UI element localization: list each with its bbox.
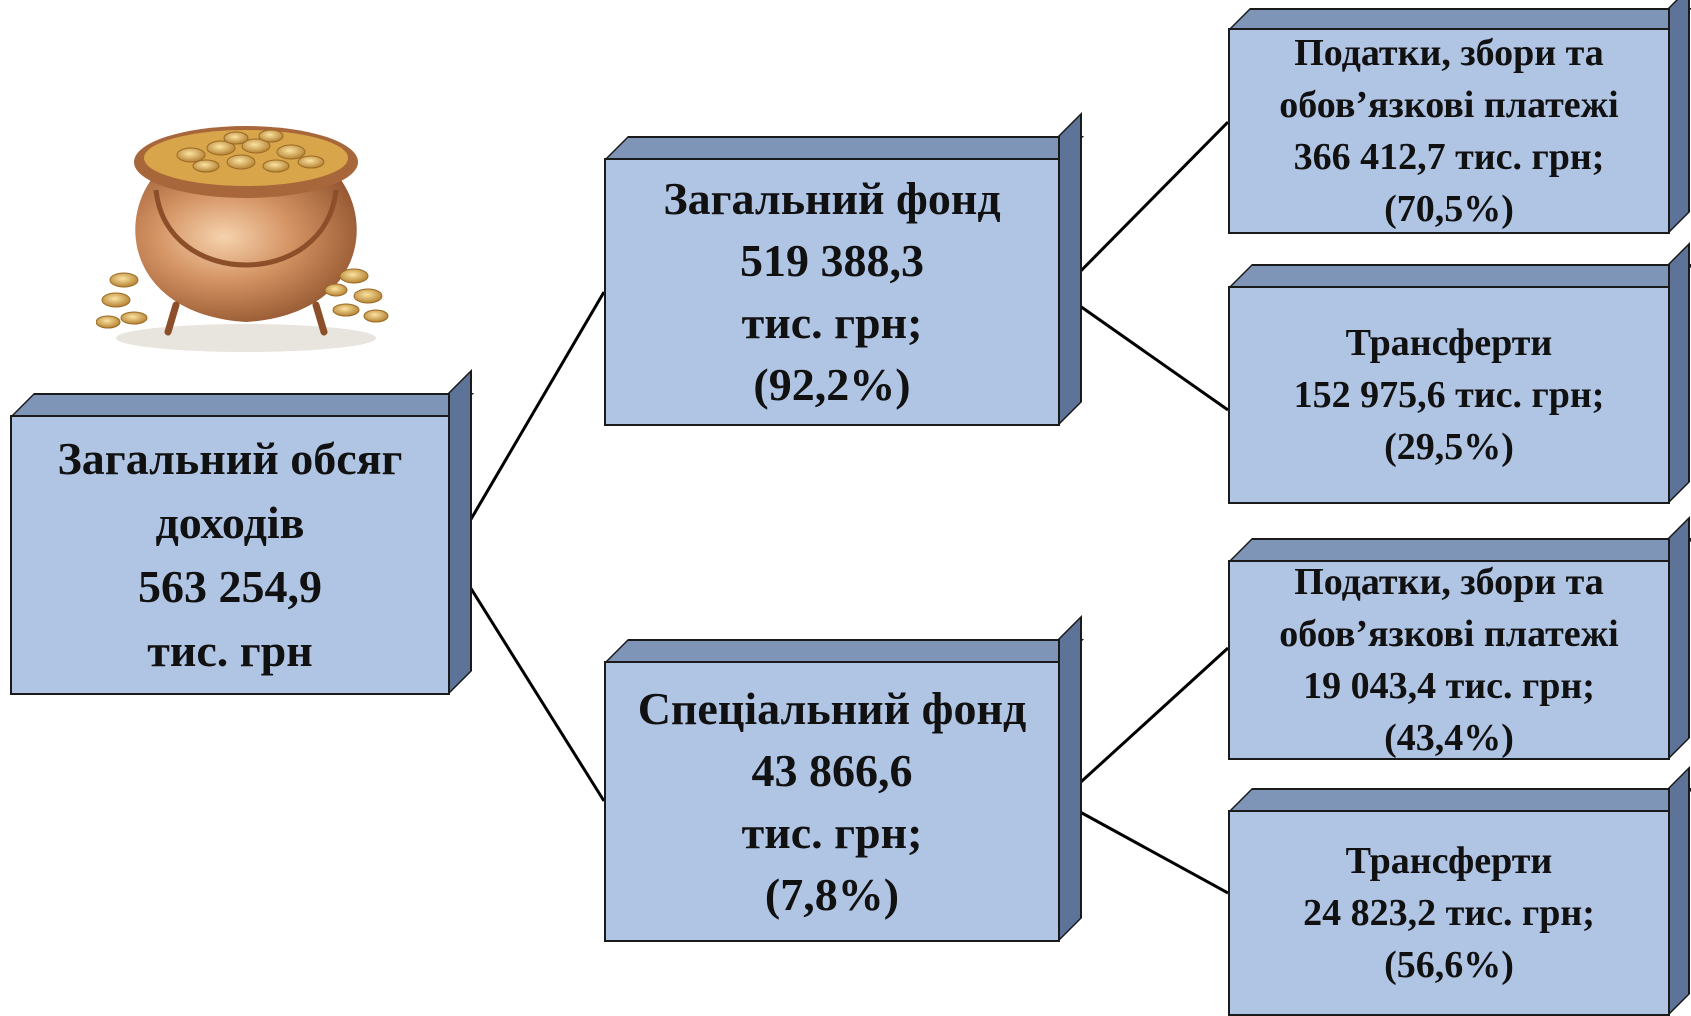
special-transfers-line-3: (56,6%) <box>1384 944 1514 986</box>
general-fund-line-1: Загальний фонд <box>663 173 1001 224</box>
connector-special-leaf3 <box>1058 646 1230 803</box>
special-fund-line-3: тис. грн; <box>741 806 923 858</box>
root-line-4: тис. грн <box>147 625 313 676</box>
general-taxes-line-4: (70,5%) <box>1384 188 1514 230</box>
root-box-side-face <box>448 369 472 695</box>
general-transfers-side-face <box>1668 242 1690 504</box>
special-transfers-top-face <box>1228 788 1691 812</box>
connector-special-leaf4 <box>1059 799 1229 895</box>
general-fund-box: Загальний фонд 519 388,3 тис. грн; (92,2… <box>604 158 1060 426</box>
connector-general-leaf2 <box>1059 290 1229 412</box>
general-fund-transfers-box: Трансферти 152 975,6 тис. грн; (29,5%) <box>1228 286 1670 504</box>
general-taxes-side-face <box>1668 0 1690 234</box>
general-fund-line-2: 519 388,3 <box>740 235 924 286</box>
connector-general-leaf1 <box>1058 120 1230 294</box>
general-fund-line-3: тис. грн; <box>741 297 923 348</box>
general-taxes-line-2: обов’язкові платежі <box>1279 84 1619 126</box>
root-line-1: Загальний обсяг <box>57 433 403 484</box>
special-fund-line-2: 43 866,6 <box>751 744 913 796</box>
special-transfers-line-2: 24 823,2 тис. грн; <box>1303 892 1595 934</box>
general-fund-side-face <box>1058 112 1082 426</box>
special-fund-taxes-box: Податки, збори та обов’язкові платежі 19… <box>1228 560 1670 760</box>
general-transfers-line-1: Трансферти <box>1345 322 1553 364</box>
special-fund-transfers-box: Трансферти 24 823,2 тис. грн; (56,6%) <box>1228 810 1670 1016</box>
special-taxes-line-4: (43,4%) <box>1384 717 1514 759</box>
general-transfers-line-3: (29,5%) <box>1384 426 1514 468</box>
special-taxes-line-2: обов’язкові платежі <box>1279 613 1619 655</box>
general-fund-top-face <box>604 136 1084 160</box>
total-revenue-box: Загальний обсяг доходів 563 254,9 тис. г… <box>10 415 450 695</box>
special-taxes-line-1: Податки, збори та <box>1294 561 1604 603</box>
special-fund-box: Спеціальний фонд 43 866,6 тис. грн; (7,8… <box>604 661 1060 942</box>
general-fund-line-4: (92,2%) <box>753 359 911 410</box>
connector-root-general <box>448 291 606 556</box>
special-fund-top-face <box>604 639 1084 663</box>
connector-root-special <box>448 554 606 802</box>
special-fund-side-face <box>1058 615 1082 942</box>
general-transfers-line-2: 152 975,6 тис. грн; <box>1293 374 1605 416</box>
special-transfers-line-1: Трансферти <box>1345 840 1553 882</box>
root-line-2: доходів <box>155 497 305 548</box>
special-fund-line-4: (7,8%) <box>764 868 900 920</box>
special-transfers-side-face <box>1668 766 1690 1016</box>
root-line-3: 563 254,9 <box>138 561 322 612</box>
special-taxes-side-face <box>1668 516 1690 760</box>
root-box-top-face <box>10 393 474 417</box>
general-taxes-line-3: 366 412,7 тис. грн; <box>1293 136 1605 178</box>
pot-of-gold-coins-icon <box>96 126 389 352</box>
general-transfers-top-face <box>1228 264 1691 288</box>
general-fund-taxes-box: Податки, збори та обов’язкові платежі 36… <box>1228 28 1670 234</box>
special-fund-line-1: Спеціальний фонд <box>637 682 1027 734</box>
general-taxes-line-1: Податки, збори та <box>1294 32 1604 74</box>
special-taxes-line-3: 19 043,4 тис. грн; <box>1303 665 1595 707</box>
